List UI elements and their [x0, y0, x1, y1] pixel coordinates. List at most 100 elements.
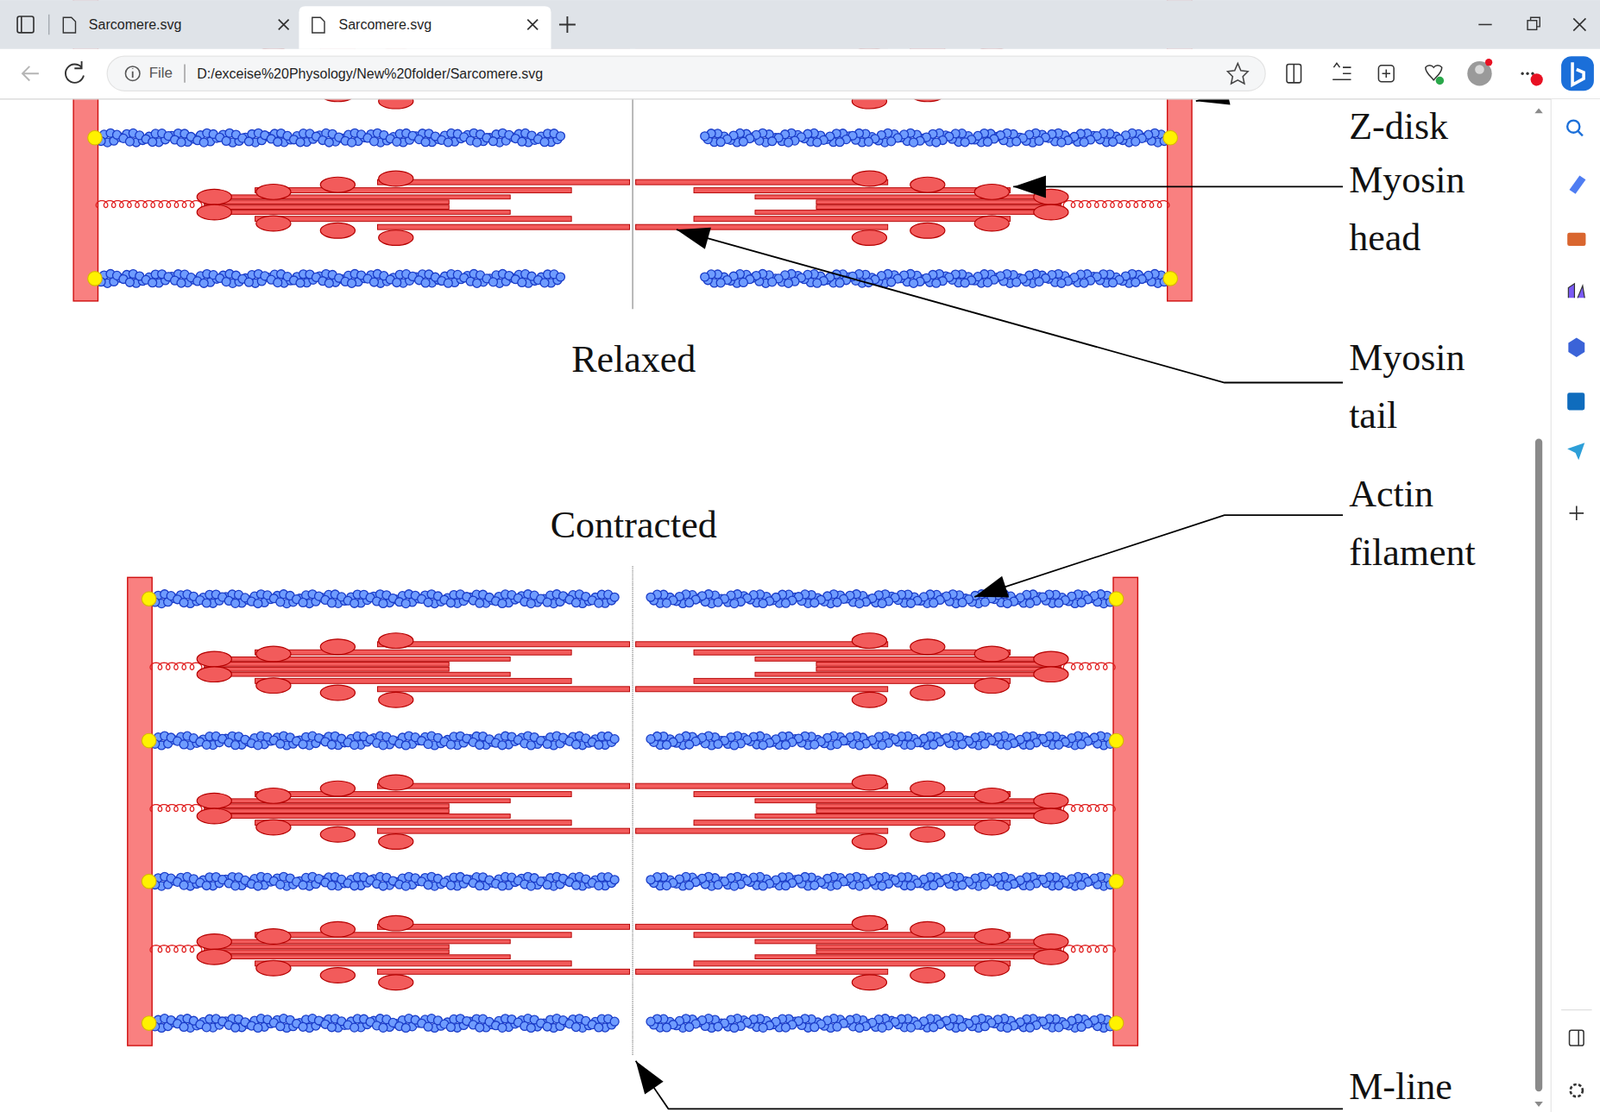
actin-bead	[1012, 137, 1021, 146]
actin-bead	[907, 1023, 916, 1033]
address-bar	[107, 56, 1266, 91]
actin-bead	[472, 138, 482, 147]
myosin-rod	[816, 205, 1062, 210]
myosin-rod	[377, 969, 630, 975]
myosin-head	[196, 667, 232, 683]
myosin-rod	[255, 678, 573, 684]
myosin-rod	[255, 188, 573, 194]
actin-bead	[1054, 1023, 1064, 1033]
actin-bead	[700, 132, 710, 141]
leader-line	[676, 227, 1343, 384]
actin-bead	[296, 278, 305, 288]
myosin-head	[974, 787, 1009, 804]
actin-bead	[685, 598, 694, 608]
myosin-rod	[693, 932, 1011, 939]
actin-bead	[556, 272, 566, 282]
actin-bead	[646, 875, 656, 885]
actin-bead	[1079, 138, 1089, 147]
actin-bead	[201, 740, 211, 750]
actin-bead	[1077, 881, 1086, 890]
actin-bead	[1002, 881, 1012, 891]
arrow-head	[676, 227, 712, 250]
actin-bead	[730, 599, 739, 609]
myosin-rod	[377, 924, 630, 930]
actin-bead	[540, 138, 549, 147]
myosin-head	[851, 692, 887, 708]
actin-bead	[980, 1022, 989, 1032]
actin-bead	[685, 740, 694, 750]
myosin-rod	[755, 955, 1046, 960]
info-icon	[132, 68, 134, 78]
myosin-head	[1033, 204, 1069, 221]
actin-bead	[324, 138, 334, 147]
actin-bead	[231, 741, 240, 750]
actin-bead	[231, 1023, 240, 1033]
actin-bead	[810, 881, 819, 890]
close-window-icon	[1573, 18, 1586, 31]
actin-bead	[730, 881, 739, 891]
actin-bead	[713, 740, 723, 750]
myosin-rod	[693, 961, 1011, 967]
actin-bead	[1026, 598, 1035, 608]
myosin-head	[378, 915, 414, 932]
myosin-rod	[255, 820, 573, 826]
actin-bead	[1034, 136, 1044, 145]
back-icon	[22, 66, 39, 82]
actin-bead	[661, 1023, 671, 1033]
myosin-rod	[377, 783, 630, 789]
actin-bead	[253, 741, 263, 750]
myosin-head	[320, 639, 355, 656]
actin-bead	[713, 1022, 723, 1032]
actin-bead	[221, 277, 231, 287]
actin-bead	[221, 136, 231, 145]
actin-bead	[877, 881, 887, 891]
actin-bead	[781, 881, 790, 891]
actin-bead	[179, 881, 189, 890]
actin-bead	[810, 598, 819, 608]
actin-bead	[273, 278, 283, 288]
myosin-rod	[377, 642, 630, 648]
actin-bead	[125, 137, 134, 146]
myosin-head	[378, 774, 414, 791]
anchor-dot	[1163, 271, 1178, 287]
actin-bead	[148, 138, 158, 147]
actin-bead	[1054, 740, 1064, 750]
anchor-dot	[1108, 733, 1124, 749]
sidebar	[1550, 99, 1600, 1112]
actin-bead	[347, 138, 357, 147]
anchor-dot	[1108, 874, 1124, 889]
actin-bead	[1131, 137, 1141, 146]
leader-path	[636, 1061, 1343, 1110]
split-screen-icon	[1293, 64, 1296, 83]
actin-bead	[832, 881, 842, 890]
myosin-rod	[636, 224, 889, 230]
myosin-rod	[219, 814, 511, 819]
actin-bead	[378, 741, 388, 750]
actin-bead	[475, 1023, 485, 1033]
tab-divider	[48, 14, 50, 36]
myosin-rod	[816, 661, 1062, 667]
actin-bead	[646, 1017, 656, 1027]
myosin-head	[910, 921, 945, 938]
actin-bead	[176, 138, 186, 147]
actin-bead	[571, 881, 580, 890]
actin-bead	[1054, 598, 1064, 608]
actin-bead	[781, 598, 790, 608]
myosin-head	[974, 929, 1009, 945]
myosin-rod	[693, 649, 1011, 656]
actin-bead	[392, 278, 402, 288]
myosin-head	[974, 678, 1009, 694]
myosin-rod	[203, 944, 449, 950]
myosin-head	[851, 834, 887, 851]
myosin-rod	[816, 200, 1062, 205]
myosin-rod	[693, 216, 1011, 222]
actin-bead	[784, 138, 794, 147]
actin-bead	[1131, 277, 1141, 287]
actin-bead	[401, 741, 410, 750]
actin-bead	[378, 599, 388, 609]
actin-bead	[1077, 740, 1086, 750]
file-icon	[62, 17, 76, 33]
anchor-dot	[88, 271, 103, 287]
actin-bead	[932, 278, 941, 288]
actin-bead	[350, 598, 360, 608]
